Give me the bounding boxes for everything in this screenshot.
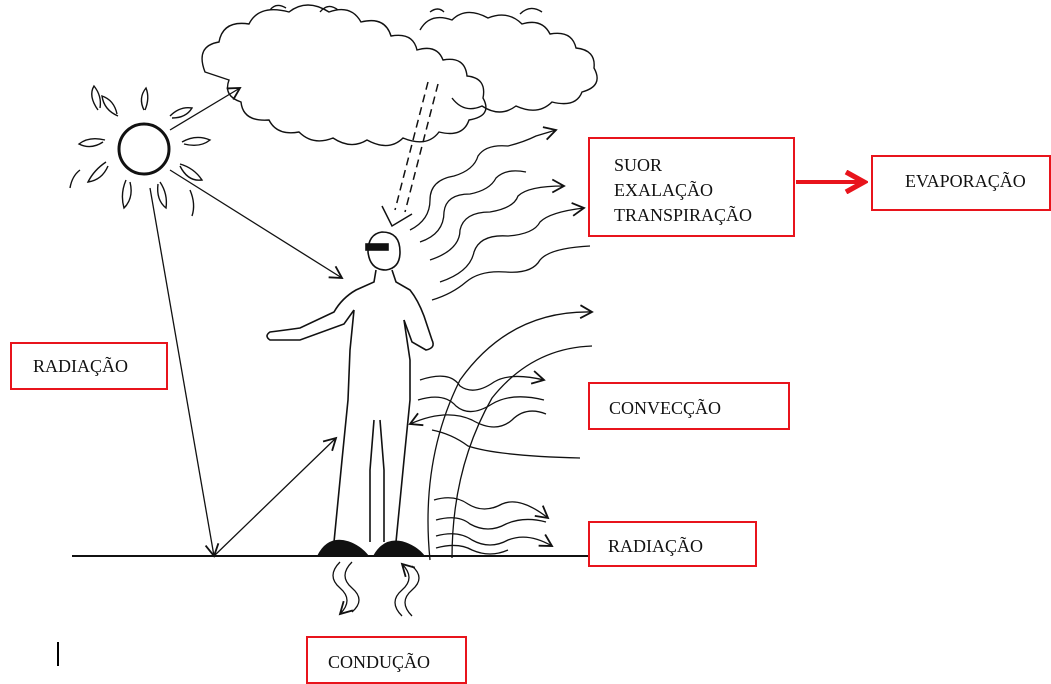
radiation-label-right: RADIAÇÃO [588,521,757,567]
convection-label-text: CONVECÇÃO [609,398,722,418]
transpiration-line: TRANSPIRAÇÃO [614,205,753,225]
exhalation-line: EXALAÇÃO [614,180,713,200]
conduction-label: CONDUÇÃO [306,636,467,684]
evaporation-wavy-arrows [409,126,591,301]
sweat-exhalation-label: SUOR EXALAÇÃO TRANSPIRAÇÃO [588,137,795,237]
sun-icon [69,84,212,217]
radiation-label-right-text: RADIAÇÃO [608,536,704,556]
sun-ray-arrows [149,87,344,558]
evaporation-label: EVAPORAÇÃO [871,155,1051,211]
cloud-radiation-arrow [381,81,439,228]
radiation-label-left-text: RADIAÇÃO [33,356,129,376]
radiation-label-left: RADIAÇÃO [10,342,168,390]
conduction-label-text: CONDUÇÃO [328,652,431,672]
text-cursor [57,642,59,666]
conduction-arrows [332,561,420,617]
sweat-line: SUOR [614,155,663,175]
evaporation-label-text: EVAPORAÇÃO [905,171,1026,191]
person-figure [266,231,434,557]
radiation-wavy-arrows [433,497,554,555]
convection-label: CONVECÇÃO [588,382,790,430]
convection-arrows [408,304,594,561]
cloud-icon [201,4,598,147]
